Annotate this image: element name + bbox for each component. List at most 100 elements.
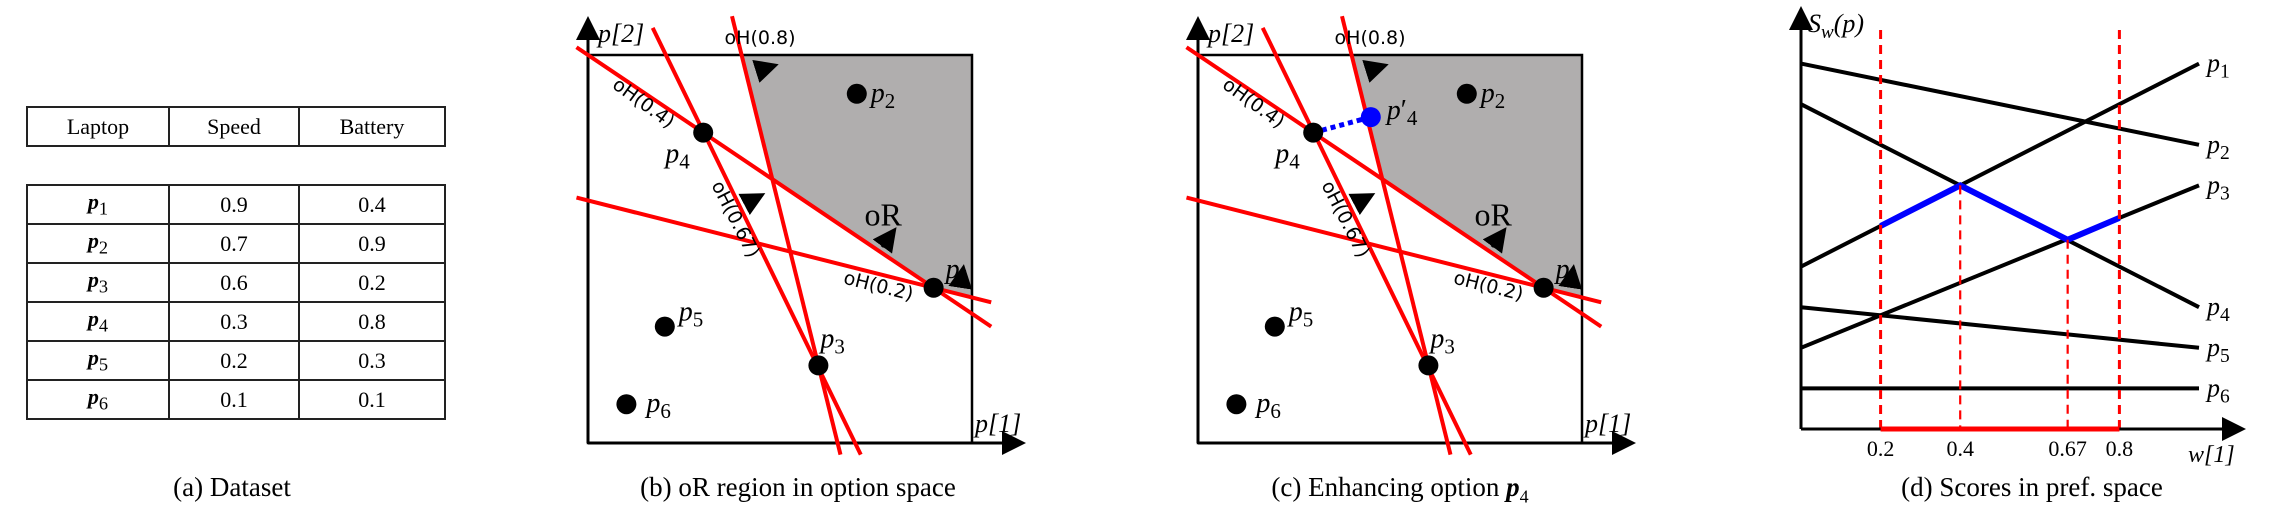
normal-arrow — [738, 193, 766, 216]
battery-cell: 0.3 — [298, 340, 446, 381]
data-point — [923, 277, 944, 298]
highlight-path — [1879, 182, 2121, 244]
series-label-var: p — [2205, 170, 2220, 199]
caption-c: (c) Enhancing option p4 — [1271, 472, 1528, 507]
hyperplane-label: oH(0.4) — [608, 73, 678, 133]
y-label-sub: w — [1821, 22, 1834, 43]
point-label-sub: 3 — [1444, 334, 1455, 358]
enhanced-point — [1360, 107, 1381, 128]
normal-arrow — [1348, 193, 1376, 216]
laptop-cell: p5 — [26, 340, 170, 381]
point-label-sub: 1 — [960, 265, 971, 289]
point-label-var: p — [1479, 78, 1495, 109]
series-label: p1 — [2205, 49, 2230, 83]
hyperplane-label: oH(0.4) — [1218, 73, 1288, 133]
point-label-sub: 2 — [885, 89, 896, 113]
hyperplane-label: oH(0.67) — [707, 177, 764, 261]
or-region — [1351, 55, 1582, 298]
laptop-cell: p6 — [26, 379, 170, 420]
x-axis-label: p[1] — [973, 409, 1021, 438]
point-label: p4 — [663, 139, 690, 174]
point-label-sub: 2 — [1495, 89, 1506, 113]
point-label: p5 — [677, 297, 704, 332]
series-label: p4 — [2205, 292, 2230, 326]
normal-arrow — [1482, 227, 1507, 254]
enhanced-point-label-var: p — [1385, 95, 1401, 126]
point-label-var: p — [944, 254, 960, 285]
battery-cell: 0.1 — [298, 379, 446, 420]
speed-cell: 0.3 — [168, 301, 300, 342]
point-label: p1 — [1554, 254, 1581, 289]
hyperplane-line — [575, 195, 992, 305]
point-label: p2 — [869, 78, 896, 113]
y-axis-label: p[2] — [1206, 19, 1254, 48]
laptop-sub: 4 — [98, 315, 109, 336]
series-label-var: p — [2205, 292, 2220, 321]
score-line — [1800, 61, 2200, 269]
series-label-var: p — [2205, 130, 2220, 159]
point-label: p2 — [1479, 78, 1506, 113]
caption-c-var: p — [1506, 472, 1520, 502]
normal-arrow — [1362, 59, 1389, 83]
series-label-sub: 3 — [2220, 183, 2230, 204]
x-axis-label: p[1] — [1583, 409, 1631, 438]
or-region — [741, 55, 972, 298]
point-label: p3 — [1428, 323, 1455, 358]
laptop-name: p — [87, 228, 99, 254]
normal-arrow — [948, 264, 973, 290]
caption-b: (b) oR region in option space — [640, 472, 956, 503]
point-label-var: p — [1273, 139, 1289, 170]
point-label-var: p — [1554, 254, 1570, 285]
normal-arrow — [1558, 264, 1583, 290]
caption-a: (a) Dataset — [173, 472, 291, 502]
laptop-sub: 6 — [98, 393, 109, 414]
data-point — [693, 122, 714, 143]
series-label: p6 — [2205, 373, 2230, 407]
hyperplane-label: oH(0.8) — [1335, 27, 1406, 49]
laptop-name: p — [87, 267, 99, 293]
series-label: p5 — [2205, 333, 2230, 367]
score-line — [1800, 61, 2200, 147]
hyperplane-line — [1260, 26, 1473, 456]
score-line — [1800, 183, 2200, 350]
hyperplane-label: oH(0.8) — [725, 27, 796, 49]
laptop-name: p — [87, 306, 99, 332]
data-point — [1226, 394, 1247, 415]
hyperplane-line — [575, 45, 993, 329]
point-label-sub: 6 — [660, 399, 671, 423]
point-label-var: p — [818, 323, 834, 354]
data-point — [654, 316, 675, 337]
option-space-panel-b — [575, 15, 1026, 456]
laptop-name: p — [87, 189, 99, 215]
point-label-sub: 5 — [1303, 308, 1314, 332]
series-label-sub: 5 — [2220, 346, 2230, 367]
point-label-var: p — [644, 388, 660, 419]
speed-cell: 0.2 — [168, 340, 300, 381]
battery-cell: 0.4 — [298, 184, 446, 225]
caption-b-text: (b) oR region in option space — [640, 472, 956, 502]
y-label-s: S — [1808, 9, 1821, 38]
data-point — [1533, 277, 1554, 298]
point-label: p5 — [1287, 297, 1314, 332]
normal-arrow — [872, 227, 897, 254]
score-line — [1800, 305, 2200, 350]
laptop-cell: p2 — [26, 223, 170, 264]
point-label-var: p — [677, 297, 693, 328]
speed-cell: 0.6 — [168, 262, 300, 303]
point-label: p6 — [644, 388, 671, 423]
point-label: p4 — [1273, 139, 1300, 174]
header-laptop: Laptop — [26, 106, 170, 147]
point-label-var: p — [1428, 323, 1444, 354]
series-label-sub: 2 — [2220, 143, 2230, 164]
region-label: oR — [864, 197, 902, 233]
data-point — [1264, 316, 1285, 337]
x-tick-label: 0.67 — [2048, 436, 2087, 461]
table-row: p4 0.3 0.8 — [26, 301, 446, 342]
table-row: p3 0.6 0.2 — [26, 262, 446, 303]
battery-cell: 0.9 — [298, 223, 446, 264]
point-label-var: p — [1254, 388, 1270, 419]
point-label-sub: 3 — [834, 334, 845, 358]
hyperplane-line — [1340, 15, 1453, 456]
score-panel: Sw(p) — [1789, 6, 2246, 441]
option-space-panel-c — [1185, 15, 1636, 456]
